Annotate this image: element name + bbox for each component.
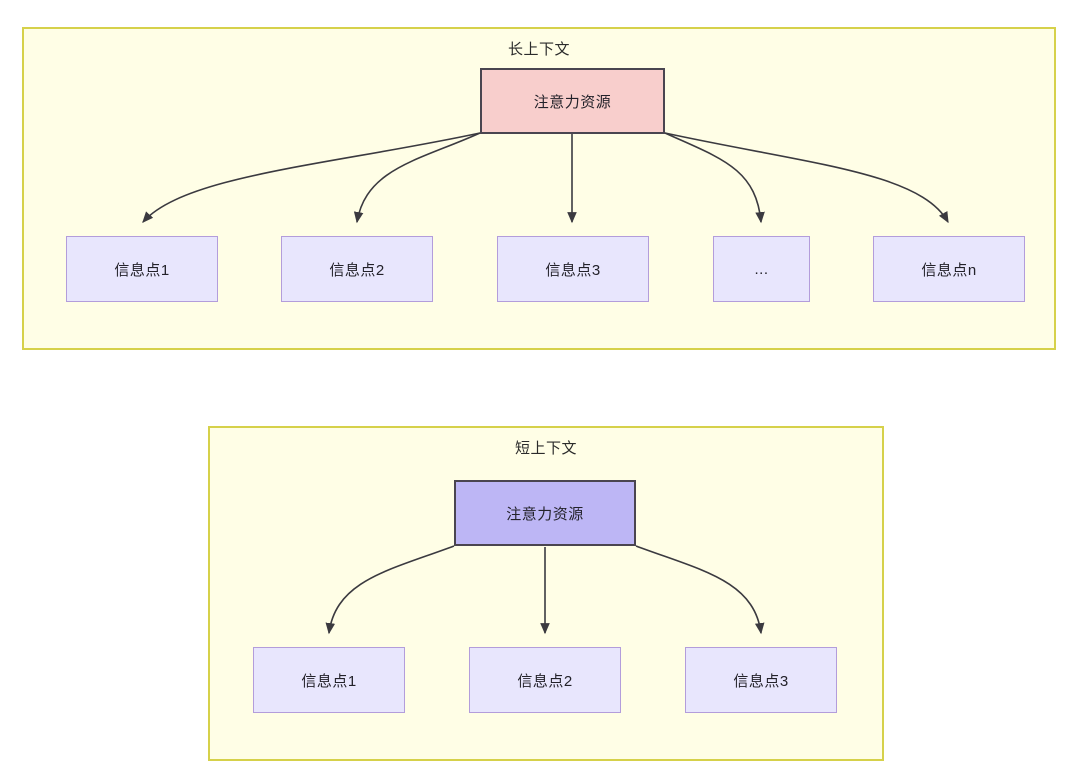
node-long-context-leaf-1[interactable]: 信息点1 — [66, 236, 218, 302]
node-short-context-leaf-1[interactable]: 信息点1 — [253, 647, 405, 713]
node-long-context-leaf-3[interactable]: 信息点3 — [497, 236, 649, 302]
node-long-context-root[interactable]: 注意力资源 — [480, 68, 665, 134]
group-short-context-title: 短上下文 — [514, 440, 577, 457]
group-long-context-title: 长上下文 — [507, 41, 570, 58]
node-short-context-leaf-3[interactable]: 信息点3 — [685, 647, 837, 713]
node-long-context-leaf-ellipsis[interactable]: ... — [713, 236, 810, 302]
node-short-context-leaf-2[interactable]: 信息点2 — [469, 647, 621, 713]
node-short-context-root[interactable]: 注意力资源 — [454, 480, 636, 546]
node-long-context-leaf-n[interactable]: 信息点n — [873, 236, 1025, 302]
node-long-context-leaf-2[interactable]: 信息点2 — [281, 236, 433, 302]
